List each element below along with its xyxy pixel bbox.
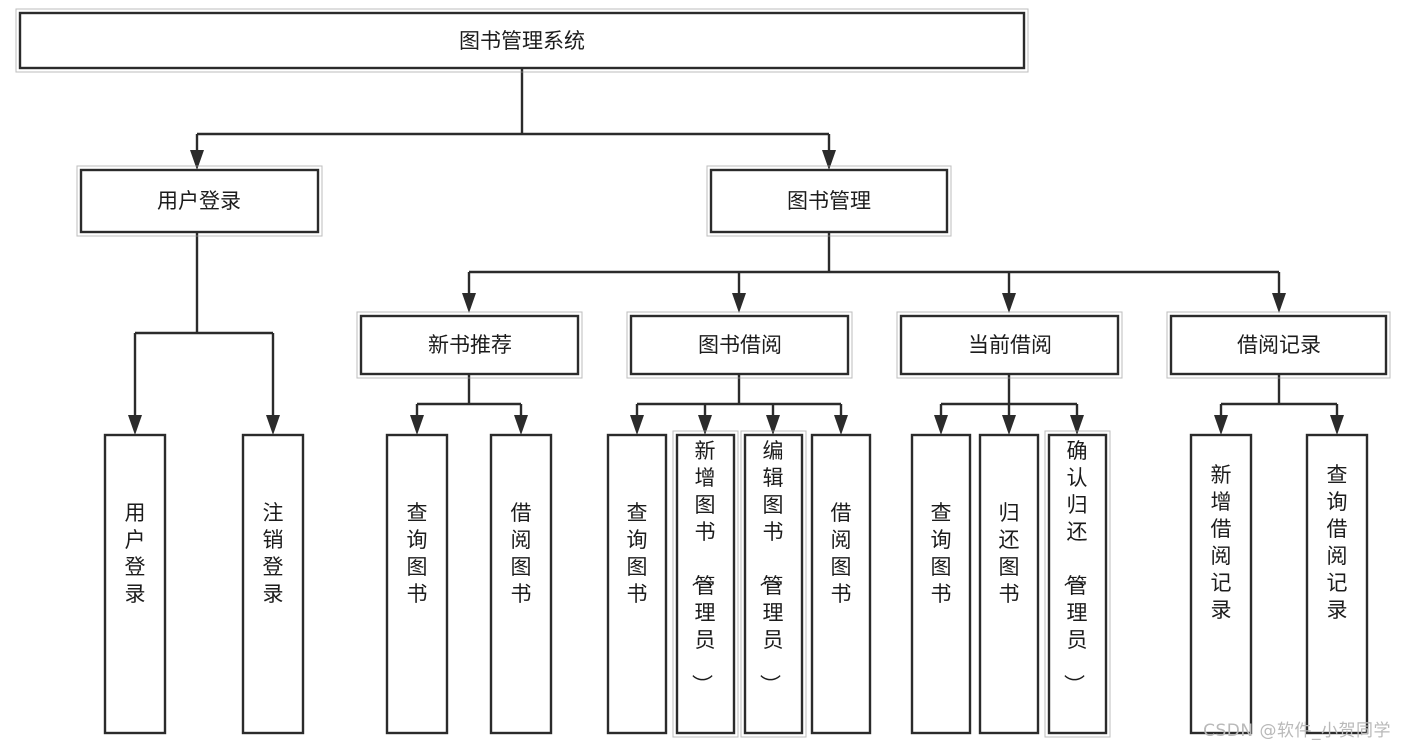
node-box-shadow (1044, 430, 1111, 738)
arrow-head-icon (732, 293, 746, 313)
node-label-leaf-8: 借阅图书 (831, 501, 852, 606)
arrow-head-icon (410, 415, 424, 435)
arrow-head-icon (766, 415, 780, 435)
node-newbook[interactable]: 新书推荐 (356, 311, 583, 379)
node-label-login: 用户登录 (157, 189, 241, 213)
node-box-shadow (626, 311, 853, 379)
node-box (1305, 433, 1369, 735)
arrow-head-icon (698, 415, 712, 435)
node-box-shadow (706, 165, 952, 237)
node-box (489, 433, 553, 735)
node-label-leaf-3: 查询图书 (407, 501, 428, 606)
node-box (1169, 314, 1388, 376)
node-label-leaf-5: 查询图书 (627, 501, 648, 606)
arrow-head-icon (1330, 415, 1344, 435)
leaf-node-group: 用户登录 注销登录 查询图书 借阅图书 查询图书 新增图书（管理员） (103, 430, 1369, 738)
node-label-borrow: 图书借阅 (698, 333, 782, 357)
node-bookmgmt[interactable]: 图书管理 (706, 165, 952, 237)
node-leaf-10[interactable]: 归还图书 (978, 433, 1040, 735)
arrow-head-icon (630, 415, 644, 435)
node-box-shadow (76, 165, 323, 237)
node-leaf-1[interactable]: 用户登录 (103, 433, 167, 735)
node-label-records: 借阅记录 (1237, 333, 1321, 357)
node-label-leaf-2: 注销登录 (263, 501, 284, 606)
node-label-leaf-9: 查询图书 (931, 501, 952, 606)
node-leaf-8[interactable]: 借阅图书 (810, 433, 872, 735)
node-leaf-3[interactable]: 查询图书 (385, 433, 449, 735)
arrow-head-icon (1070, 415, 1084, 435)
arrow-head-icon (462, 293, 476, 313)
node-leaf-2[interactable]: 注销登录 (241, 433, 305, 735)
arrow-head-icon (128, 415, 142, 435)
arrow-head-icon (834, 415, 848, 435)
node-box (606, 433, 668, 735)
arrow-head-icon (934, 415, 948, 435)
node-leaf-11[interactable]: 确认归还（管理员） (1044, 430, 1111, 738)
node-leaf-7[interactable]: 编辑图书（管理员） (740, 430, 807, 738)
node-box-shadow (15, 8, 1029, 73)
node-label-leaf-11: 确认归还（管理员） (1062, 439, 1088, 695)
connector-layer (128, 68, 1344, 435)
node-box-shadow (1166, 311, 1391, 379)
arrow-head-icon (822, 150, 836, 170)
node-login[interactable]: 用户登录 (76, 165, 323, 237)
node-box (18, 11, 1026, 70)
node-box (1189, 433, 1253, 735)
node-box (978, 433, 1040, 735)
node-label-root: 图书管理系统 (459, 29, 585, 53)
node-box (79, 168, 320, 234)
arrow-head-icon (1272, 293, 1286, 313)
arrow-head-icon (1002, 415, 1016, 435)
node-leaf-12[interactable]: 新增借阅记录 (1189, 433, 1253, 735)
arrow-head-icon (190, 150, 204, 170)
node-box (910, 433, 972, 735)
node-label-leaf-13: 查询借阅记录 (1327, 463, 1348, 622)
node-box (810, 433, 872, 735)
node-label-leaf-12: 新增借阅记录 (1211, 463, 1232, 622)
arrow-head-icon (514, 415, 528, 435)
node-box (709, 168, 949, 234)
node-label-newbook: 新书推荐 (428, 333, 512, 357)
arrow-head-icon (1002, 293, 1016, 313)
node-box (899, 314, 1120, 376)
node-box (1047, 433, 1108, 735)
node-label-leaf-6: 新增图书（管理员） (690, 439, 716, 695)
node-leaf-6[interactable]: 新增图书（管理员） (672, 430, 739, 738)
node-root[interactable]: 图书管理系统 (15, 8, 1029, 73)
node-label-leaf-7: 编辑图书（管理员） (758, 439, 784, 695)
node-leaf-9[interactable]: 查询图书 (910, 433, 972, 735)
node-records[interactable]: 借阅记录 (1166, 311, 1391, 379)
node-box (629, 314, 850, 376)
node-box-shadow (356, 311, 583, 379)
node-box (743, 433, 804, 735)
node-box-shadow (896, 311, 1123, 379)
node-leaf-4[interactable]: 借阅图书 (489, 433, 553, 735)
node-box (359, 314, 580, 376)
node-box (385, 433, 449, 735)
node-box-shadow (672, 430, 739, 738)
node-box (103, 433, 167, 735)
arrow-head-icon (1214, 415, 1228, 435)
node-box-shadow (740, 430, 807, 738)
arrow-head-icon (266, 415, 280, 435)
node-leaf-13[interactable]: 查询借阅记录 (1305, 433, 1369, 735)
node-label-leaf-10: 归还图书 (999, 501, 1020, 606)
node-label-current: 当前借阅 (968, 333, 1052, 357)
node-box (241, 433, 305, 735)
node-leaf-5[interactable]: 查询图书 (606, 433, 668, 735)
node-label-leaf-4: 借阅图书 (511, 501, 532, 606)
node-label-leaf-1: 用户登录 (125, 501, 146, 606)
node-box (675, 433, 736, 735)
node-label-bookmgmt: 图书管理 (787, 189, 871, 213)
node-current[interactable]: 当前借阅 (896, 311, 1123, 379)
node-borrow[interactable]: 图书借阅 (626, 311, 853, 379)
